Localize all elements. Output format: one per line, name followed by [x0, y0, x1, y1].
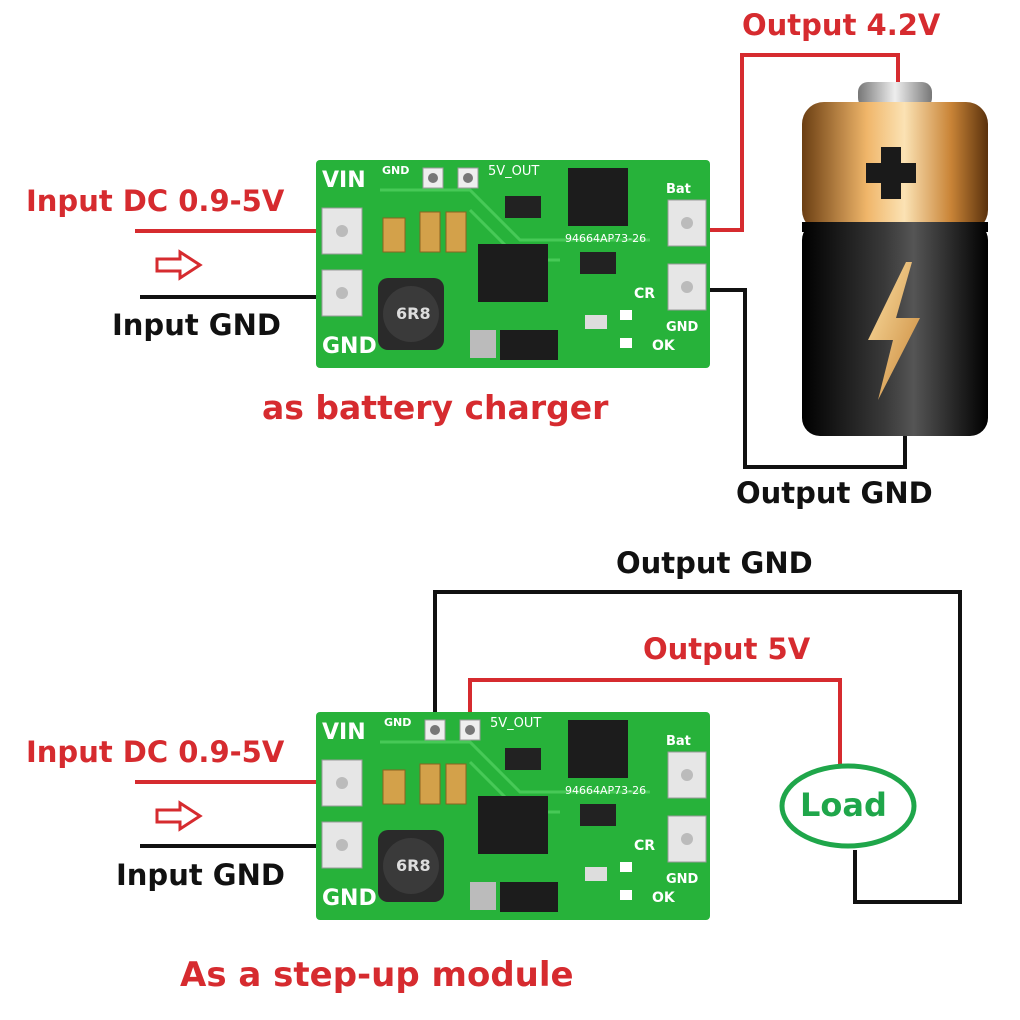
- pcb-board-bottom: [316, 712, 710, 920]
- bottom-output-voltage-label: Output 5V: [643, 632, 811, 666]
- top-output-black-wire: [708, 288, 907, 469]
- bottom-output-gnd-label: Output GND: [616, 546, 813, 580]
- battery-icon: [802, 82, 988, 436]
- bottom-input-gnd-label: Input GND: [116, 858, 285, 892]
- board-vin-label: VIN: [322, 720, 366, 745]
- board-gnd-small-label: GND: [382, 164, 410, 177]
- board-ok-label: OK: [652, 890, 675, 906]
- top-input-dc-label: Input DC 0.9-5V: [26, 184, 285, 218]
- pcb-board-top: [316, 160, 710, 368]
- board-gnd-label: GND: [322, 334, 377, 359]
- board-bat-label: Bat: [666, 734, 691, 749]
- board-inductor-label: 6R8: [396, 304, 431, 323]
- board-gnd-right-label: GND: [666, 320, 699, 335]
- board-bat-label: Bat: [666, 182, 691, 197]
- board-vin-label: VIN: [322, 168, 366, 193]
- board-5v-out-label: 5V_OUT: [490, 716, 542, 731]
- right-arrow-icon: [155, 800, 203, 832]
- board-gnd-small-label: GND: [384, 716, 412, 729]
- load-label: Load: [800, 786, 887, 824]
- board-cr-label: CR: [634, 838, 656, 854]
- board-cr-label: CR: [634, 286, 656, 302]
- top-output-red-wire: [708, 53, 900, 232]
- top-input-gnd-label: Input GND: [112, 308, 281, 342]
- load-ellipse: [779, 763, 917, 849]
- bottom-output-gnd-wire: [433, 590, 962, 904]
- board-inductor-label: 6R8: [396, 856, 431, 875]
- bottom-caption: As a step-up module: [180, 955, 574, 995]
- board-5v-out-label: 5V_OUT: [488, 164, 540, 179]
- board-chip-code: 94664AP73-26: [565, 232, 647, 245]
- top-caption: as battery charger: [262, 388, 609, 427]
- top-output-voltage-label: Output 4.2V: [742, 8, 941, 42]
- board-ok-label: OK: [652, 338, 675, 354]
- bottom-output-5v-wire: [468, 678, 842, 768]
- board-gnd-right-label: GND: [666, 872, 699, 887]
- lightning-bolt-icon: [868, 262, 920, 400]
- board-gnd-label: GND: [322, 886, 377, 911]
- plus-icon: [866, 147, 916, 199]
- bottom-input-dc-label: Input DC 0.9-5V: [26, 735, 285, 769]
- board-chip-code: 94664AP73-26: [565, 784, 647, 797]
- right-arrow-icon: [155, 249, 203, 281]
- top-output-gnd-label: Output GND: [736, 476, 933, 510]
